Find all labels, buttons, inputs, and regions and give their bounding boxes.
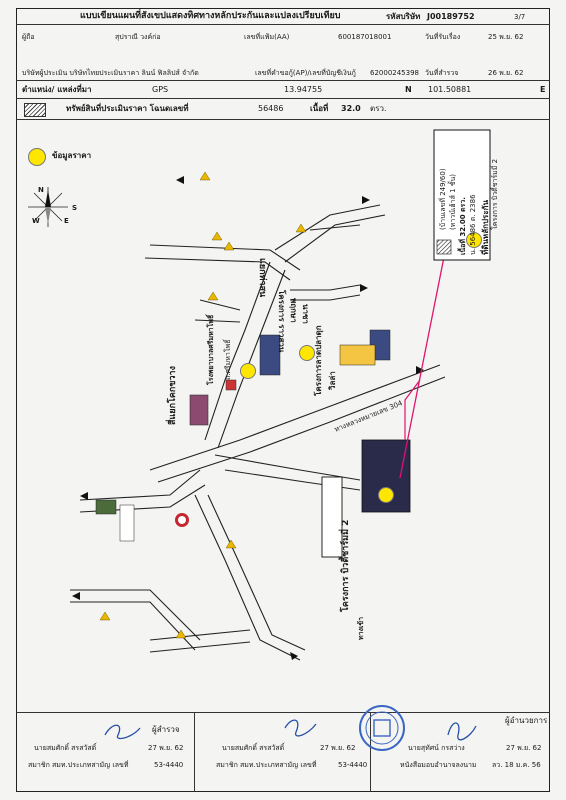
legend-label: ข้อมูลราคา	[52, 151, 92, 160]
p3-auth: หนังสือมอบอำนาจลงนาม	[400, 761, 477, 769]
callout-dot	[466, 232, 482, 248]
p1-member: สมาชิก สมท.ประเภทสามัญ เลขที่	[28, 761, 129, 769]
p1-date: 27 พ.ย. 62	[148, 744, 184, 752]
coords-n-letter: N	[405, 85, 412, 94]
divider	[16, 80, 550, 81]
page-number: 3/7	[514, 13, 526, 21]
survey-value: 26 พ.ย. 62	[488, 69, 524, 77]
page-frame	[16, 8, 550, 792]
approver-role: ผู้อำนวยการ	[505, 716, 548, 725]
signature-icon	[104, 724, 141, 740]
file-label: เลขที่แฟ้ม(AA)	[244, 33, 290, 41]
coords-e-letter: E	[540, 85, 546, 94]
coords-label: ตำแหน่ง/ แหล่งที่มา	[22, 85, 92, 94]
company-seal-icon	[359, 705, 405, 751]
ref-value: J00189752	[427, 12, 475, 21]
price-dot	[240, 363, 256, 379]
coords-source: GPS	[152, 85, 169, 94]
p3-name: นายสุทัศน์ กรสว่าง	[408, 744, 465, 752]
area-value: 32.0	[341, 104, 361, 113]
file-value: 600187018001	[338, 33, 392, 41]
survey-label: วันที่สำรวจ	[425, 69, 459, 77]
p2-no: 53-4440	[338, 761, 368, 769]
receive-label: วันที่รับเรื่อง	[425, 33, 461, 41]
company-name: บริษัทผู้ประเมิน บริษัทไทยประเมินราคา ลิ…	[22, 69, 199, 77]
request-value: 62000245398	[370, 69, 419, 77]
compass-s: S	[72, 204, 78, 212]
signature-icon	[447, 722, 477, 741]
surveyor-role: ผู้สำรวจ	[152, 725, 180, 734]
property-label: ทรัพย์สินที่ประเมินราคา โฉนดเลขที่	[66, 104, 189, 113]
divider	[16, 712, 550, 713]
signature-icon	[284, 719, 317, 737]
coords-n-value: 13.94755	[284, 85, 323, 94]
p1-name: นายสมศักดิ์ สรสวัสดิ์	[34, 744, 97, 752]
p3-date: 27 พ.ย. 62	[506, 744, 542, 752]
divider	[16, 24, 550, 25]
owner-value: สุปราณี วงค์ก่อ	[115, 33, 161, 41]
p2-date: 27 พ.ย. 62	[320, 744, 356, 752]
coords-e-value: 101.50881	[428, 85, 472, 94]
divider	[16, 98, 550, 99]
p2-name: นายสมศักดิ์ สรสวัสดิ์	[222, 744, 285, 752]
price-data-dot-icon	[28, 148, 46, 166]
hatch-swatch	[24, 103, 46, 117]
price-dot	[299, 345, 315, 361]
compass-e: E	[64, 217, 69, 225]
page-title: แบบเขียนแผนที่สังเขปแสดงทิศทางหลักประกัน…	[80, 11, 341, 21]
p1-no: 53-4440	[154, 761, 184, 769]
deed-number: 56486	[258, 104, 284, 113]
p3-auth-date: ลว. 18 ม.ค. 56	[492, 761, 541, 769]
compass-w: W	[32, 217, 40, 225]
area-unit: ตรว.	[370, 104, 387, 113]
owner-label: ผู้ถือ	[22, 33, 35, 41]
subject-dot	[378, 487, 394, 503]
p2-member: สมาชิก สมท.ประเภทสามัญ เลขที่	[216, 761, 317, 769]
area-label: เนื้อที่	[310, 104, 329, 113]
receive-value: 25 พ.ย. 62	[488, 33, 524, 41]
divider	[16, 119, 550, 120]
ref-label: รหัสบริษัท	[386, 12, 421, 21]
divider	[370, 712, 371, 792]
divider	[194, 712, 195, 792]
request-label: เลขที่คำขอกู้(AP)/เลขที่บัญชีเงินกู้	[255, 69, 356, 77]
compass-n: N	[38, 186, 44, 194]
